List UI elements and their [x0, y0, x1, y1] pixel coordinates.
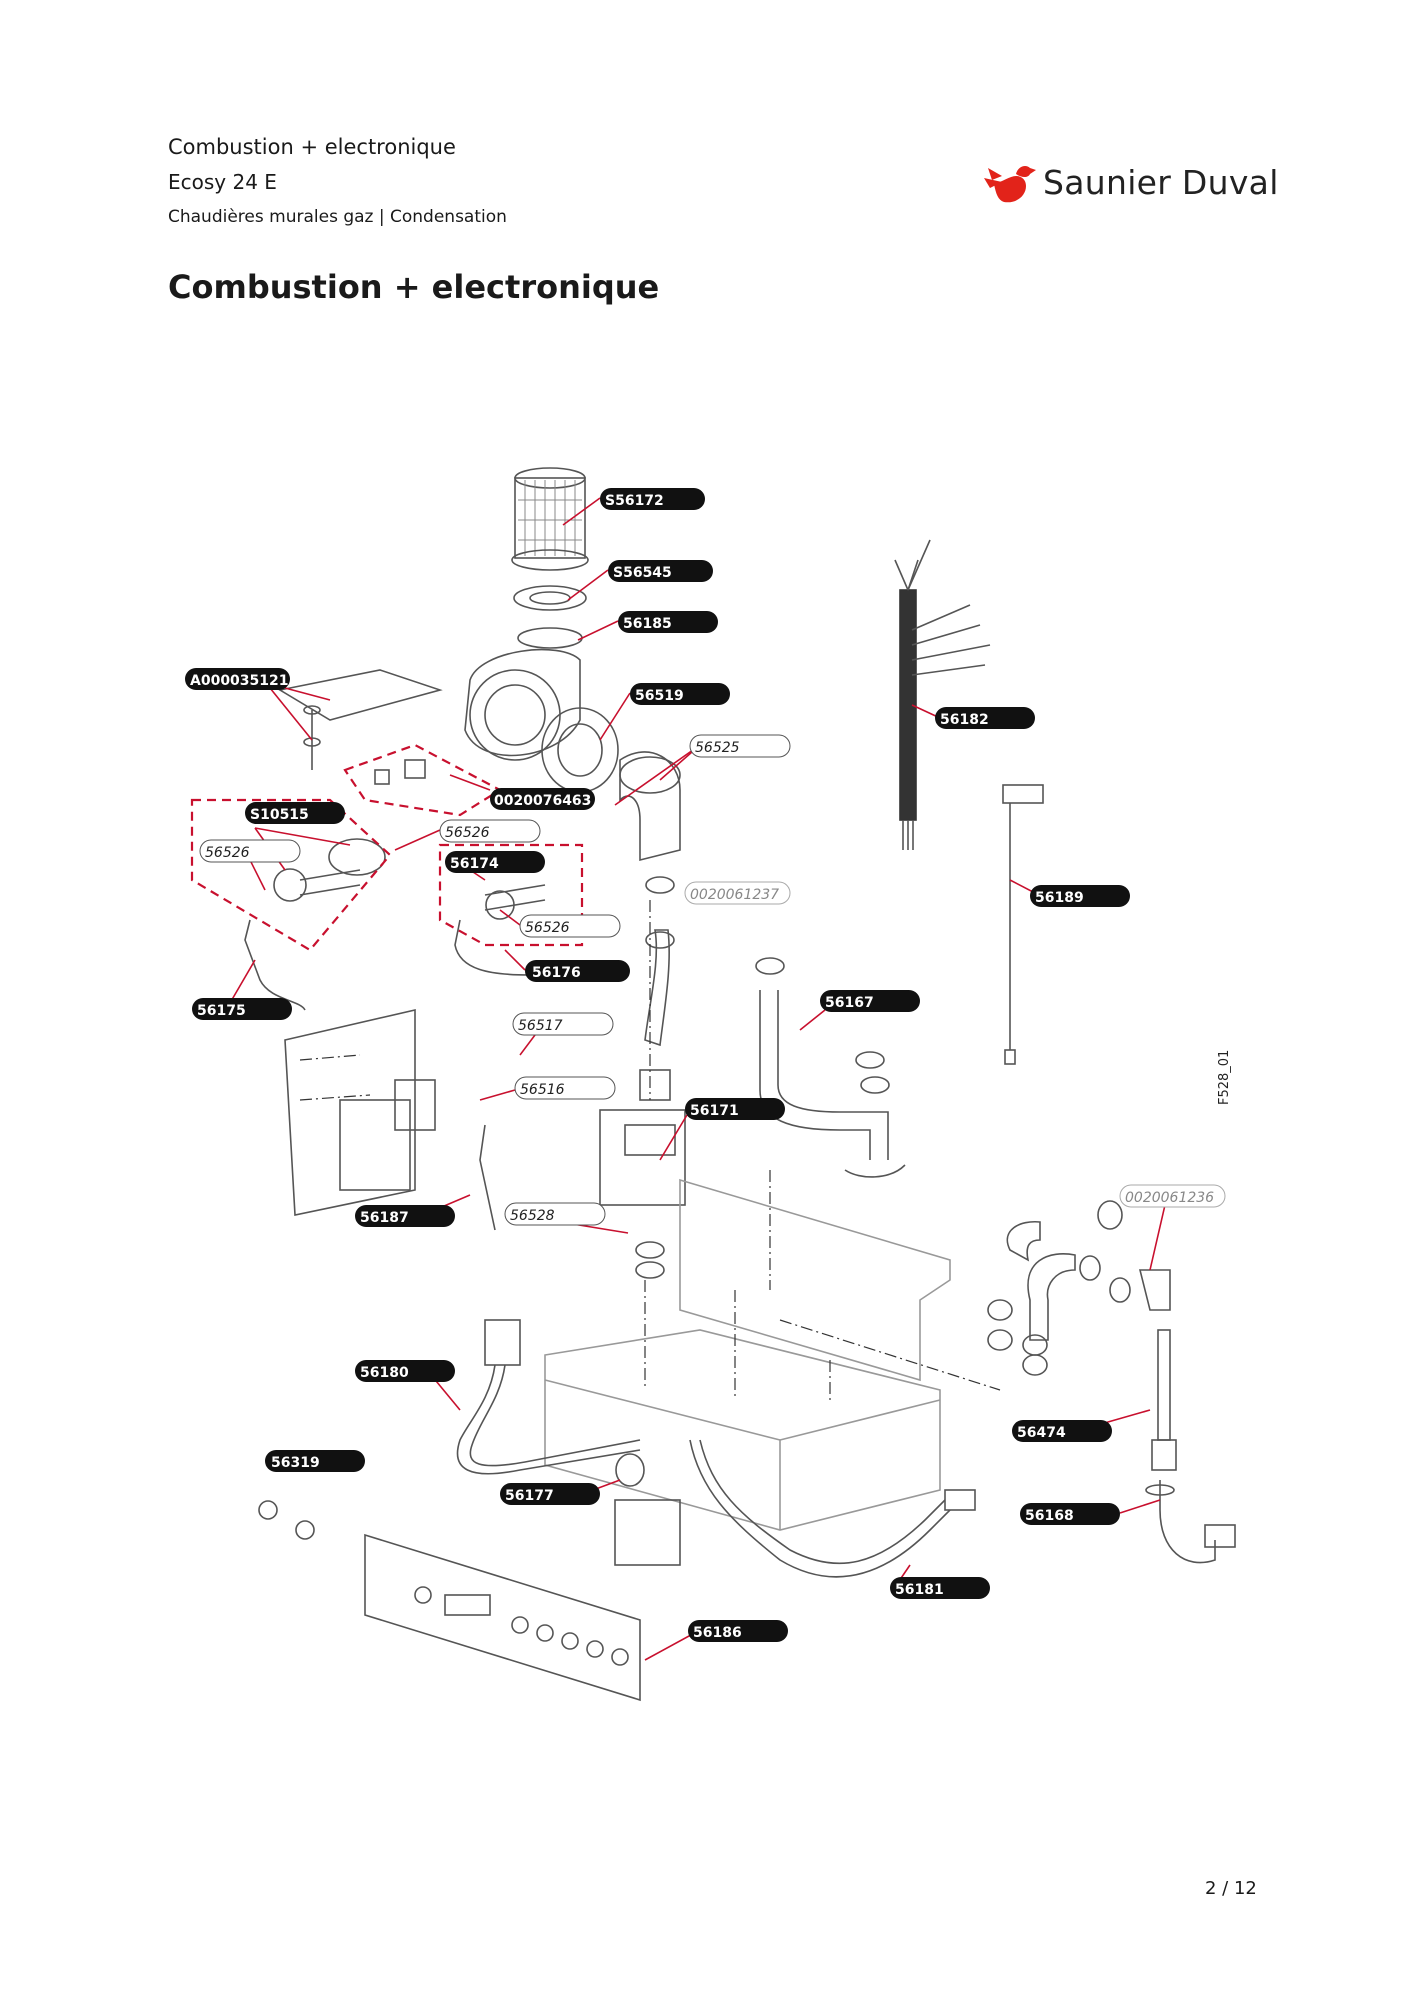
svg-text:56525: 56525: [695, 740, 740, 756]
part-label: 56175: [192, 998, 292, 1020]
part-label: 0020076463: [490, 788, 595, 810]
svg-text:56177: 56177: [505, 1488, 554, 1504]
part-label: 56168: [1020, 1503, 1120, 1525]
part-label: 56182: [935, 707, 1035, 729]
svg-text:56189: 56189: [1035, 890, 1084, 906]
svg-text:56175: 56175: [197, 1003, 246, 1019]
part-label: 56174: [445, 851, 545, 873]
part-label: S56545: [608, 560, 713, 582]
page-title: Combustion + electronique: [168, 268, 660, 306]
part-label: 56176: [525, 960, 630, 982]
part-label: 56319: [265, 1450, 365, 1472]
brand-name: Saunier Duval: [1043, 163, 1279, 202]
svg-text:0020061236: 0020061236: [1125, 1190, 1214, 1206]
part-label: 56181: [890, 1577, 990, 1599]
svg-text:56167: 56167: [825, 995, 874, 1011]
svg-text:56516: 56516: [520, 1082, 565, 1098]
svg-text:56526: 56526: [445, 825, 490, 841]
figure-code: F528_01: [1217, 1050, 1232, 1105]
part-label: 56177: [500, 1483, 600, 1505]
svg-text:56180: 56180: [360, 1365, 409, 1381]
part-label: S10515: [245, 802, 345, 824]
part-label: A000035121: [185, 668, 290, 690]
svg-text:56526: 56526: [525, 920, 570, 936]
svg-text:56187: 56187: [360, 1210, 409, 1226]
part-label-outlined: 56525: [689, 734, 791, 758]
page-number: 2 / 12: [1205, 1878, 1257, 1899]
part-label: 56189: [1030, 885, 1130, 907]
svg-text:56174: 56174: [450, 856, 499, 872]
svg-text:56526: 56526: [205, 845, 250, 861]
part-label-outlined: 56528: [504, 1202, 606, 1226]
part-label-outlined: 56526: [439, 819, 541, 843]
svg-text:56168: 56168: [1025, 1508, 1074, 1524]
svg-text:A000035121: A000035121: [190, 673, 289, 689]
svg-text:S56172: S56172: [605, 493, 664, 509]
part-label: 56171: [685, 1098, 785, 1120]
part-label: 56474: [1012, 1420, 1112, 1442]
svg-text:0020061237: 0020061237: [690, 887, 779, 903]
part-label: 56519: [630, 683, 730, 705]
svg-text:56528: 56528: [510, 1208, 555, 1224]
part-label-outlined: 56516: [514, 1076, 616, 1100]
brand-logo-bird-icon: [984, 166, 1036, 203]
svg-text:S56545: S56545: [613, 565, 672, 581]
header-line-category: Chaudières murales gaz | Condensation: [168, 207, 507, 227]
part-label: 56167: [820, 990, 920, 1012]
svg-text:56182: 56182: [940, 712, 989, 728]
part-label-outlined: 56526: [199, 839, 301, 863]
svg-text:56176: 56176: [532, 965, 581, 981]
part-label-outlined: 56517: [512, 1012, 614, 1036]
svg-text:56171: 56171: [690, 1103, 739, 1119]
part-label: 56180: [355, 1360, 455, 1382]
svg-text:56181: 56181: [895, 1582, 944, 1598]
header-line-section: Combustion + electronique: [168, 135, 456, 159]
svg-text:56186: 56186: [693, 1625, 742, 1641]
part-label-outlined: 56526: [519, 914, 621, 938]
header-line-model: Ecosy 24 E: [168, 170, 277, 194]
svg-text:56319: 56319: [271, 1455, 320, 1471]
svg-text:56474: 56474: [1017, 1425, 1066, 1441]
svg-text:56519: 56519: [635, 688, 684, 704]
part-label: 56185: [618, 611, 718, 633]
part-label-outlined-light: 0020061237: [684, 881, 791, 905]
svg-text:56185: 56185: [623, 616, 672, 632]
part-label: S56172: [600, 488, 705, 510]
part-label: 56187: [355, 1205, 455, 1227]
part-label-outlined-light: 0020061236: [1119, 1184, 1226, 1208]
part-label: 56186: [688, 1620, 788, 1642]
svg-text:0020076463: 0020076463: [494, 793, 591, 809]
svg-text:S10515: S10515: [250, 807, 309, 823]
svg-text:56517: 56517: [518, 1018, 563, 1034]
